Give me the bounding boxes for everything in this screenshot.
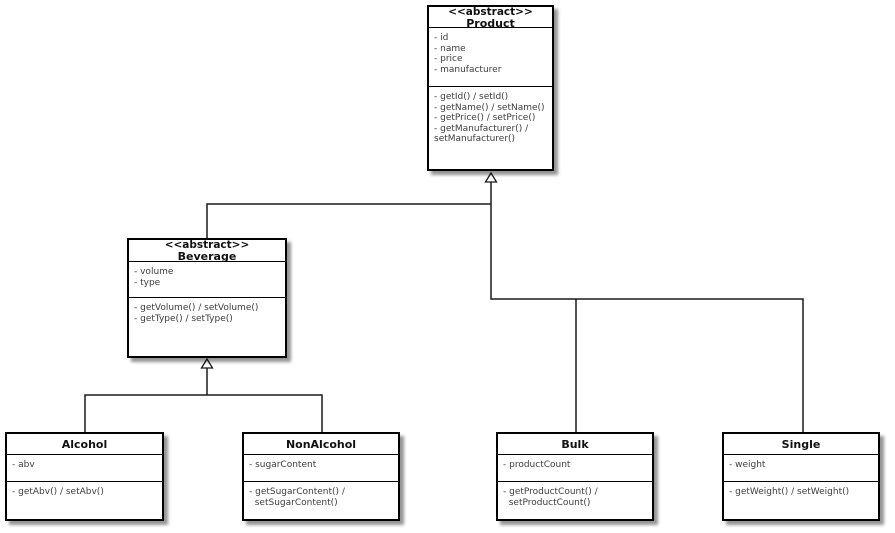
class-methods: - getWeight() / setWeight() [724, 482, 878, 519]
class-methods: - getId() / setId()- getName() / setName… [429, 87, 552, 169]
text-line: - abv [12, 460, 35, 470]
text-line: - getId() / setId() [434, 92, 509, 102]
edge-beverage-to-product [206, 203, 491, 238]
class-name: Single [781, 438, 821, 451]
text-line: - getAbv() / setAbv() [12, 487, 104, 497]
edge-trunk-product-to-single [490, 182, 804, 432]
class-box-product[interactable]: <<abstract>> Product - id- name- price- … [427, 5, 554, 171]
text-line: - name [434, 43, 466, 54]
text-line: - getType() / setType() [134, 313, 233, 324]
text-line: setSugarContent() [249, 497, 338, 508]
text-line: - sugarContent [249, 460, 317, 470]
text-line: - getName() / setName() [434, 102, 545, 113]
class-attributes: - id- name- price- manufacturer [429, 28, 552, 87]
text-line: setProductCount() [503, 497, 591, 508]
class-stereotype: <<abstract>> [448, 7, 533, 18]
class-name: Product [466, 16, 515, 28]
class-name: Bulk [561, 438, 589, 451]
class-attributes: - volume- type [129, 262, 285, 298]
edge-alcohol-nonalcohol-fork [84, 394, 323, 432]
text-line: - getManufacturer() / [434, 123, 529, 134]
text-line: - productCount [503, 460, 571, 470]
text-line: - getVolume() / setVolume() [134, 303, 259, 313]
class-box-single[interactable]: Single - weight - getWeight() / setWeigh… [722, 432, 880, 521]
text-line: - getPrice() / setPrice() [434, 113, 536, 123]
class-header: Bulk [498, 434, 652, 455]
text-line: - getWeight() / setWeight() [729, 487, 850, 497]
class-box-beverage[interactable]: <<abstract>> Beverage - volume- type - g… [127, 238, 287, 358]
class-name: NonAlcohol [285, 438, 357, 451]
text-line: - getSugarContent() / [249, 487, 345, 497]
class-box-bulk[interactable]: Bulk - productCount - getProductCount() … [496, 432, 654, 521]
class-methods: - getSugarContent() / setSugarContent() [244, 482, 398, 519]
class-header: NonAlcohol [244, 434, 398, 455]
text-line: - manufacturer [434, 64, 502, 75]
class-methods: - getProductCount() / setProductCount() [498, 482, 652, 519]
class-attributes: - productCount [498, 455, 652, 482]
class-name: Beverage [177, 249, 237, 262]
text-line: - getProductCount() / [503, 487, 598, 497]
generalization-arrowhead-beverage [200, 357, 214, 369]
text-line: - weight [729, 460, 766, 470]
class-attributes: - weight [724, 455, 878, 482]
class-stereotype: <<abstract>> [164, 240, 250, 251]
class-attributes: - sugarContent [244, 455, 398, 482]
class-header: Alcohol [7, 434, 162, 455]
class-name: Alcohol [61, 438, 108, 451]
class-methods: - getAbv() / setAbv() [7, 482, 162, 519]
text-line: - price [434, 54, 463, 64]
text-line: - volume [134, 267, 174, 277]
class-methods: - getVolume() / setVolume()- getType() /… [129, 298, 285, 356]
text-line: setManufacturer() [434, 134, 516, 144]
class-header: Single [724, 434, 878, 455]
class-attributes: - abv [7, 455, 162, 482]
class-box-alcohol[interactable]: Alcohol - abv - getAbv() / setAbv() [5, 432, 164, 521]
generalization-arrowhead-product [484, 171, 498, 183]
text-line: - id [434, 33, 449, 43]
class-header: <<abstract>> Beverage [129, 240, 285, 262]
class-header: <<abstract>> Product [429, 7, 552, 28]
class-box-nonalcohol[interactable]: NonAlcohol - sugarContent - getSugarCont… [242, 432, 400, 521]
text-line: - type [134, 277, 161, 288]
